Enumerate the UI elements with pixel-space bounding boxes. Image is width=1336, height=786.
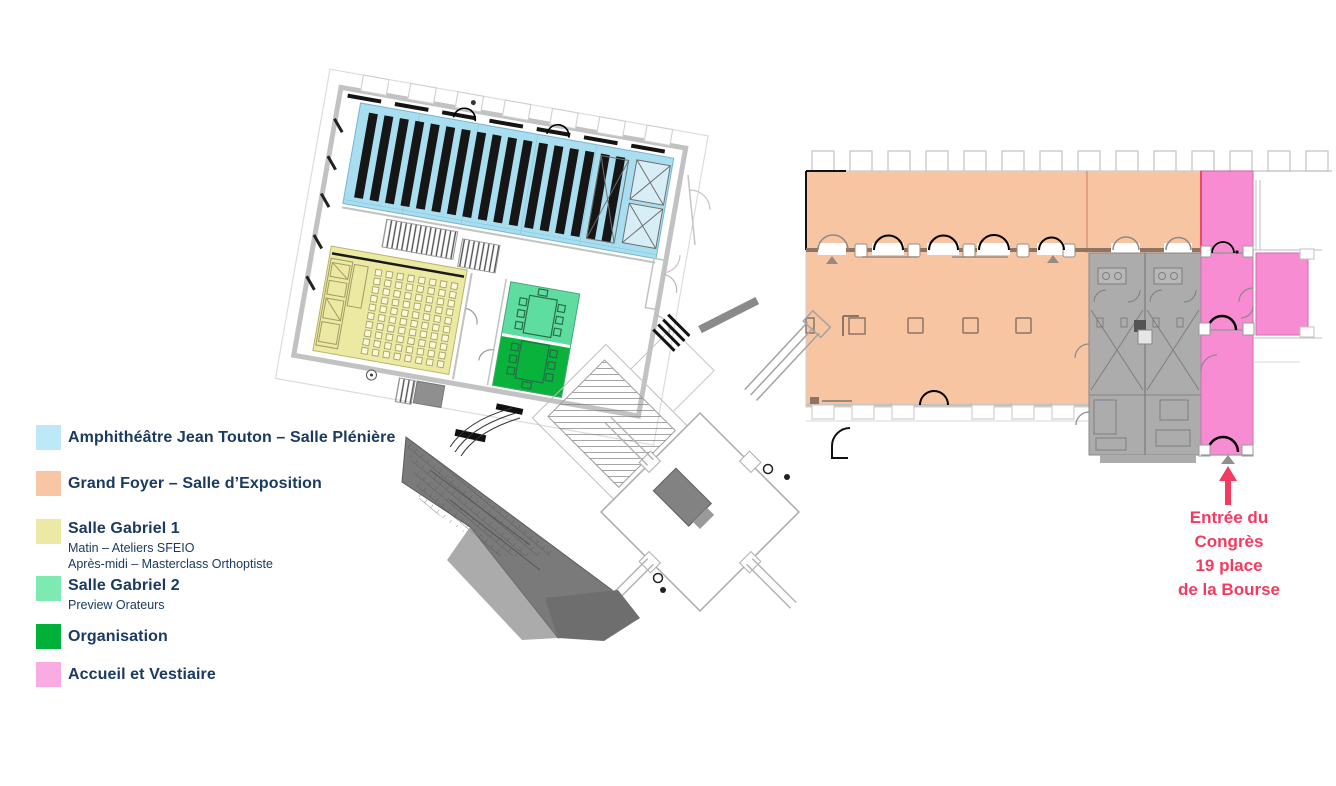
access-ramps [652, 174, 851, 593]
legend-swatch-amphitheatre-icon [36, 425, 61, 450]
entrance-annotation-line: Entrée du [1189, 508, 1269, 527]
stair-bars [652, 313, 691, 352]
door-arc-icon [663, 273, 678, 293]
legend-label-amphitheatre: Amphithéâtre Jean Touton – Salle Plénièr… [68, 429, 396, 446]
double-door-arc-icon [1112, 236, 1140, 251]
double-door-arc-icon [873, 234, 904, 251]
facade-pilasters-top [811, 150, 1329, 172]
gabriel1-furniture [315, 257, 369, 350]
double-door-arc-icon [1211, 241, 1235, 254]
entrance-annotation-line: de la Bourse [1177, 580, 1281, 599]
double-door-arc-icon [452, 107, 477, 122]
stairs-hatch [457, 238, 501, 274]
stairs-hatch [381, 218, 459, 260]
legend-label-grand-foyer: Grand Foyer – Salle d’Exposition [68, 475, 322, 492]
double-door-arc-icon [817, 234, 849, 251]
entrance-annotation-line: 19 place [1195, 556, 1263, 575]
central-hall [531, 297, 801, 613]
salle-gabriel-1-area [312, 245, 468, 376]
legend-label-organisation: Organisation [68, 628, 168, 645]
legend-swatch-gabriel2-icon [36, 576, 61, 601]
accueil-vestiaire-area [1198, 170, 1255, 457]
foyer-gallery-wall [806, 233, 1201, 264]
facade-wall-segments [347, 93, 666, 154]
door-arc-icon [831, 427, 851, 447]
legend-label-accueil: Accueil et Vestiaire [68, 666, 216, 683]
service-closet [412, 380, 446, 409]
amphitheatre-seat-rows [354, 112, 626, 243]
entrance-arrow-icon [1219, 455, 1237, 505]
meeting-table [506, 288, 567, 390]
legend-sub-gabriel1-matin: Matin – Ateliers SFEIO [68, 541, 195, 555]
legend-swatch-grand-foyer-icon [36, 471, 61, 496]
double-door-arc-icon [978, 233, 1010, 251]
legend-label-gabriel1: Salle Gabriel 1 [68, 520, 180, 537]
foyer-bottom-wall [806, 389, 1089, 422]
left-wall-hatch [305, 117, 344, 291]
gabriel1-chair-grid [360, 268, 459, 369]
foyer-columns [805, 315, 1032, 336]
double-door-arc-icon [928, 234, 959, 251]
entrance-annotation: Entrée du Congrès 19 place de la Bourse [1156, 506, 1302, 602]
legend-swatch-accueil-icon [36, 662, 61, 687]
stage-equipment [585, 154, 671, 250]
door-arc-icon [478, 349, 494, 361]
legend-sub-gabriel1-apresmidi: Après-midi – Masterclass Orthoptiste [68, 557, 273, 571]
restrooms-block [1074, 252, 1202, 463]
double-door-arc-icon [1038, 236, 1065, 251]
legend-sub-gabriel2-preview: Preview Orateurs [68, 598, 165, 612]
stairs-hatch [394, 377, 416, 405]
double-door-arc-icon [1165, 236, 1192, 251]
legend-swatch-gabriel1-icon [36, 519, 61, 544]
accueil-annex-area [1253, 180, 1322, 363]
left-wing [274, 68, 709, 446]
entrance-annotation-line: Congrès [1194, 532, 1264, 551]
facade-pilasters-left [360, 74, 674, 147]
corridor-curves [449, 403, 524, 457]
double-door-arc-icon [919, 389, 949, 406]
double-door-arc-icon [546, 123, 570, 138]
legend-swatch-organisation-icon [36, 624, 61, 649]
right-wing [805, 150, 1332, 463]
door-arc-icon [465, 307, 478, 325]
legend-label-gabriel2: Salle Gabriel 2 [68, 577, 180, 594]
dark-wedge-building [401, 436, 640, 641]
